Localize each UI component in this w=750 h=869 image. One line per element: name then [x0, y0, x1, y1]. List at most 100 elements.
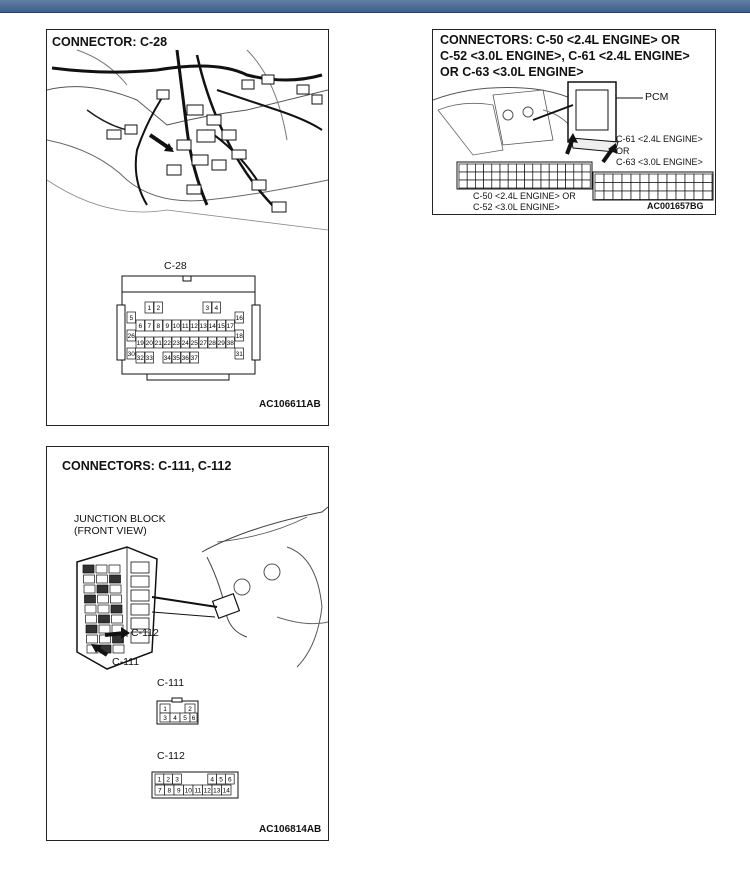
c61-pin-grid — [594, 173, 713, 200]
junction-block-relay — [130, 561, 150, 574]
c61-pin-cell — [612, 173, 623, 183]
c61-pin-cell — [612, 190, 623, 200]
c61-label-line3: C-63 <3.0L ENGINE> — [616, 157, 703, 167]
c50-pin-cell — [565, 179, 575, 189]
c28-pin: 29 — [218, 340, 226, 347]
c61-label-line1: C-61 <2.4L ENGINE> — [616, 134, 703, 144]
c111-pin: 1 — [163, 706, 167, 713]
c50-pin-cell — [573, 163, 583, 173]
c50-pin-cell — [458, 163, 468, 173]
c28-pin: 38 — [227, 340, 235, 347]
c61-pin-cell — [666, 190, 677, 200]
junction-block-label-line1: JUNCTION BLOCK — [74, 513, 166, 525]
c28-pin: 17 — [227, 323, 235, 330]
c112-pin: 5 — [219, 777, 223, 784]
junction-block-cell — [109, 584, 122, 594]
c50-pin-cell — [548, 179, 558, 189]
c112-pin: 11 — [194, 788, 201, 795]
figure-code: AC106611AB — [259, 399, 321, 410]
c50-pin-cell — [466, 163, 476, 173]
c28-pin: 10 — [173, 323, 181, 330]
top-bar — [0, 0, 750, 13]
c61-pin-cell — [657, 190, 668, 200]
panel-title-line2: C-52 <3.0L ENGINE>, C-61 <2.4L ENGINE> — [440, 49, 690, 63]
c28-pin-cell — [189, 336, 199, 349]
c112-pin: 10 — [185, 788, 193, 795]
junction-block-cell — [83, 584, 96, 594]
c61-pin-cell — [675, 182, 686, 192]
junction-block-cell — [110, 594, 122, 604]
c28-pin: 36 — [182, 355, 190, 362]
c50-pin-cell — [565, 171, 575, 181]
c61-pin-cell — [693, 182, 704, 192]
c61-pin-cell — [621, 173, 632, 183]
junction-block-relay — [130, 603, 150, 616]
c50-pin-cell — [516, 163, 525, 173]
c28-pin: 16 — [236, 315, 244, 322]
c28-pin: 37 — [191, 355, 199, 362]
c50-pin-cell — [540, 171, 550, 181]
c28-pin-cell — [153, 336, 163, 349]
c28-pin: 1 — [147, 305, 151, 312]
c111-pin: 2 — [188, 706, 192, 713]
junction-block-cell — [97, 604, 110, 614]
c61-pin-cell — [603, 190, 614, 200]
junction-block-cell — [108, 564, 121, 574]
c28-pin-cell — [171, 336, 181, 349]
c50-label-line2: C-52 <3.0L ENGINE> — [473, 202, 560, 212]
c50-pin-cell — [491, 179, 501, 189]
c61-pin-cell — [675, 173, 686, 183]
c61-pin-cell — [630, 190, 641, 200]
c112-pin-cell — [172, 773, 182, 785]
c61-pin-cell — [648, 190, 659, 200]
junction-block-cell — [112, 644, 125, 654]
c61-pin-cell — [684, 190, 695, 200]
c112-pin: 13 — [213, 788, 221, 795]
c50-pin-grid — [458, 163, 591, 189]
junction-block-relay — [130, 631, 150, 644]
c50-pin-cell — [507, 179, 517, 189]
c50-pin-cell — [491, 163, 501, 173]
c28-pin-cell — [189, 319, 199, 332]
c50-pin-cell — [557, 179, 566, 189]
c61-pin-cell — [594, 173, 605, 183]
c28-pin-cell — [225, 319, 235, 332]
c50-pin-cell — [524, 163, 534, 173]
junction-block-cell — [110, 604, 123, 614]
c50-pin-cell — [573, 171, 583, 181]
c28-pin-cell — [126, 311, 136, 324]
c28-pin: 20 — [146, 340, 154, 347]
c28-pin: 18 — [236, 333, 244, 340]
c61-pin-cell — [666, 173, 677, 183]
c28-pin-cell — [162, 351, 172, 364]
c112-pin: 4 — [210, 777, 214, 784]
c28-pin-cell — [153, 319, 163, 332]
c112-pin: 7 — [158, 788, 162, 795]
c61-pin-cell — [702, 182, 713, 192]
c61-pin-cell — [639, 182, 650, 192]
c61-pin-cell — [639, 173, 650, 183]
c50-pin-cell — [524, 179, 534, 189]
c28-pin-cell — [234, 329, 244, 342]
c28-pin-cell — [189, 351, 199, 364]
c50-pin-cell — [475, 163, 484, 173]
c61-pin-cell — [648, 173, 659, 183]
c61-pin-cell — [594, 182, 605, 192]
c111-pin: 5 — [183, 715, 187, 722]
junction-block-relay — [130, 575, 150, 588]
c28-pin: 27 — [200, 340, 208, 347]
c112-callout: C-112 — [131, 627, 159, 639]
c28-pin-cell — [211, 301, 221, 314]
c28-pin-cell — [171, 319, 181, 332]
c61-pin-cell — [693, 173, 704, 183]
connector-c50-panel: CONNECTORS: C-50 <2.4L ENGINE> OR C-52 <… — [432, 29, 716, 215]
c28-pin: 7 — [147, 323, 151, 330]
c61-pin-cell — [702, 173, 713, 183]
junction-block-cell — [96, 574, 108, 584]
c50-pin-cell — [548, 163, 558, 173]
c28-pin: 11 — [182, 323, 189, 330]
c111-pin: 6 — [192, 715, 196, 722]
